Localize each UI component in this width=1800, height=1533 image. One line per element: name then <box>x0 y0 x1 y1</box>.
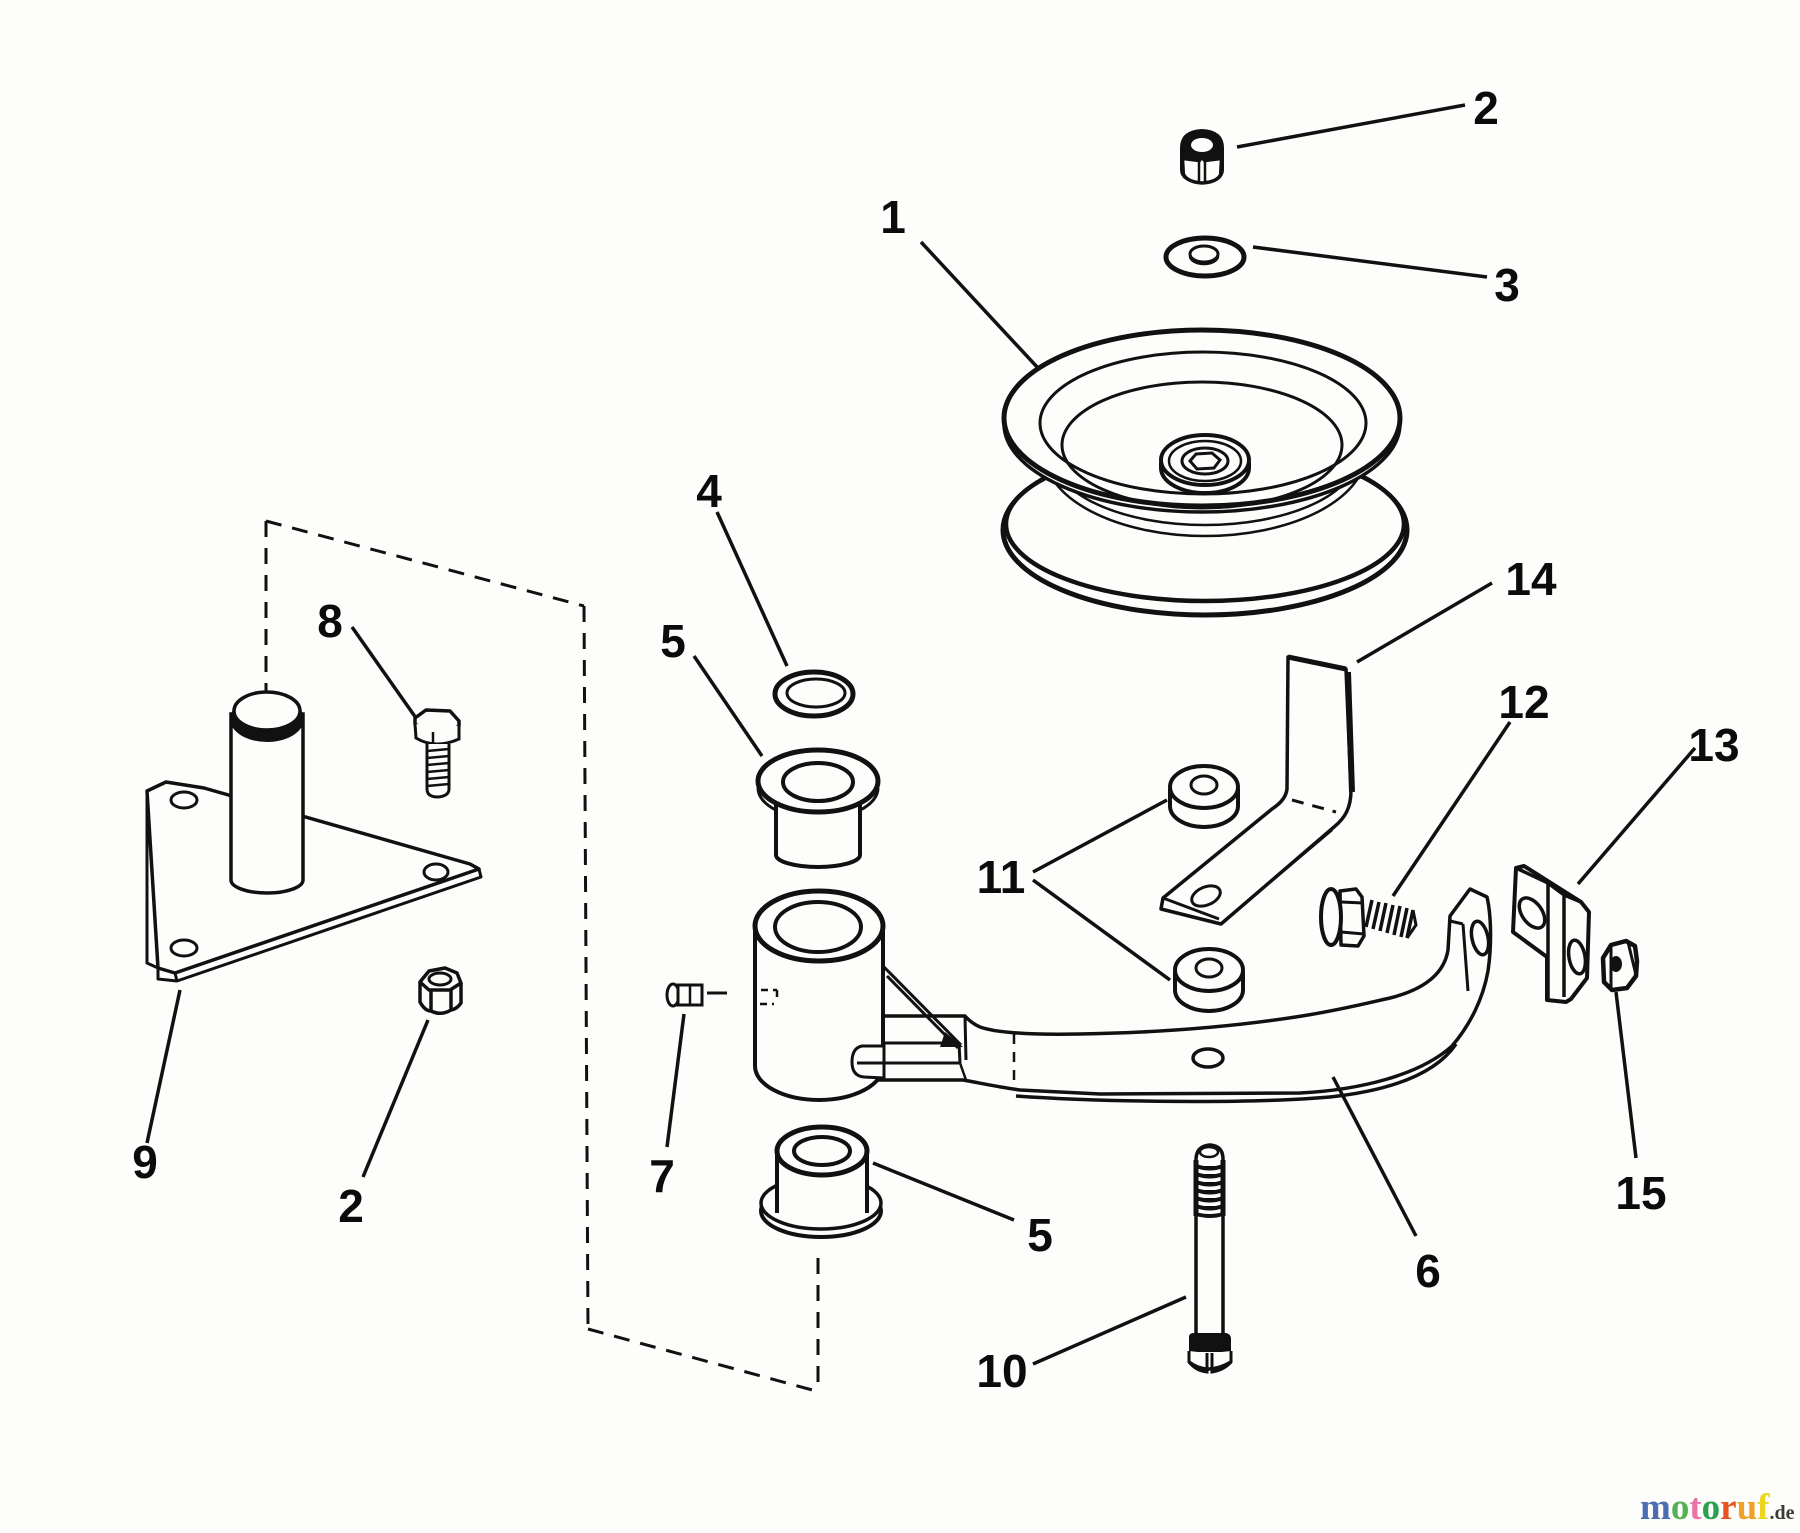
svg-text:14: 14 <box>1505 553 1557 605</box>
svg-text:2: 2 <box>1473 82 1499 134</box>
svg-text:13: 13 <box>1688 719 1739 771</box>
svg-text:9: 9 <box>132 1136 158 1188</box>
svg-text:motoruf.de: motoruf.de <box>1640 1487 1795 1528</box>
svg-text:1: 1 <box>880 191 906 243</box>
svg-text:10: 10 <box>976 1345 1027 1397</box>
svg-text:7: 7 <box>649 1150 675 1202</box>
svg-text:8: 8 <box>317 595 343 647</box>
svg-text:3: 3 <box>1494 259 1520 311</box>
svg-text:4: 4 <box>696 465 722 517</box>
svg-text:2: 2 <box>338 1180 364 1232</box>
svg-text:12: 12 <box>1498 676 1549 728</box>
svg-text:15: 15 <box>1615 1167 1666 1219</box>
svg-text:5: 5 <box>660 615 686 667</box>
svg-text:5: 5 <box>1027 1209 1053 1261</box>
svg-text:11: 11 <box>977 851 1026 903</box>
svg-text:6: 6 <box>1415 1245 1441 1297</box>
